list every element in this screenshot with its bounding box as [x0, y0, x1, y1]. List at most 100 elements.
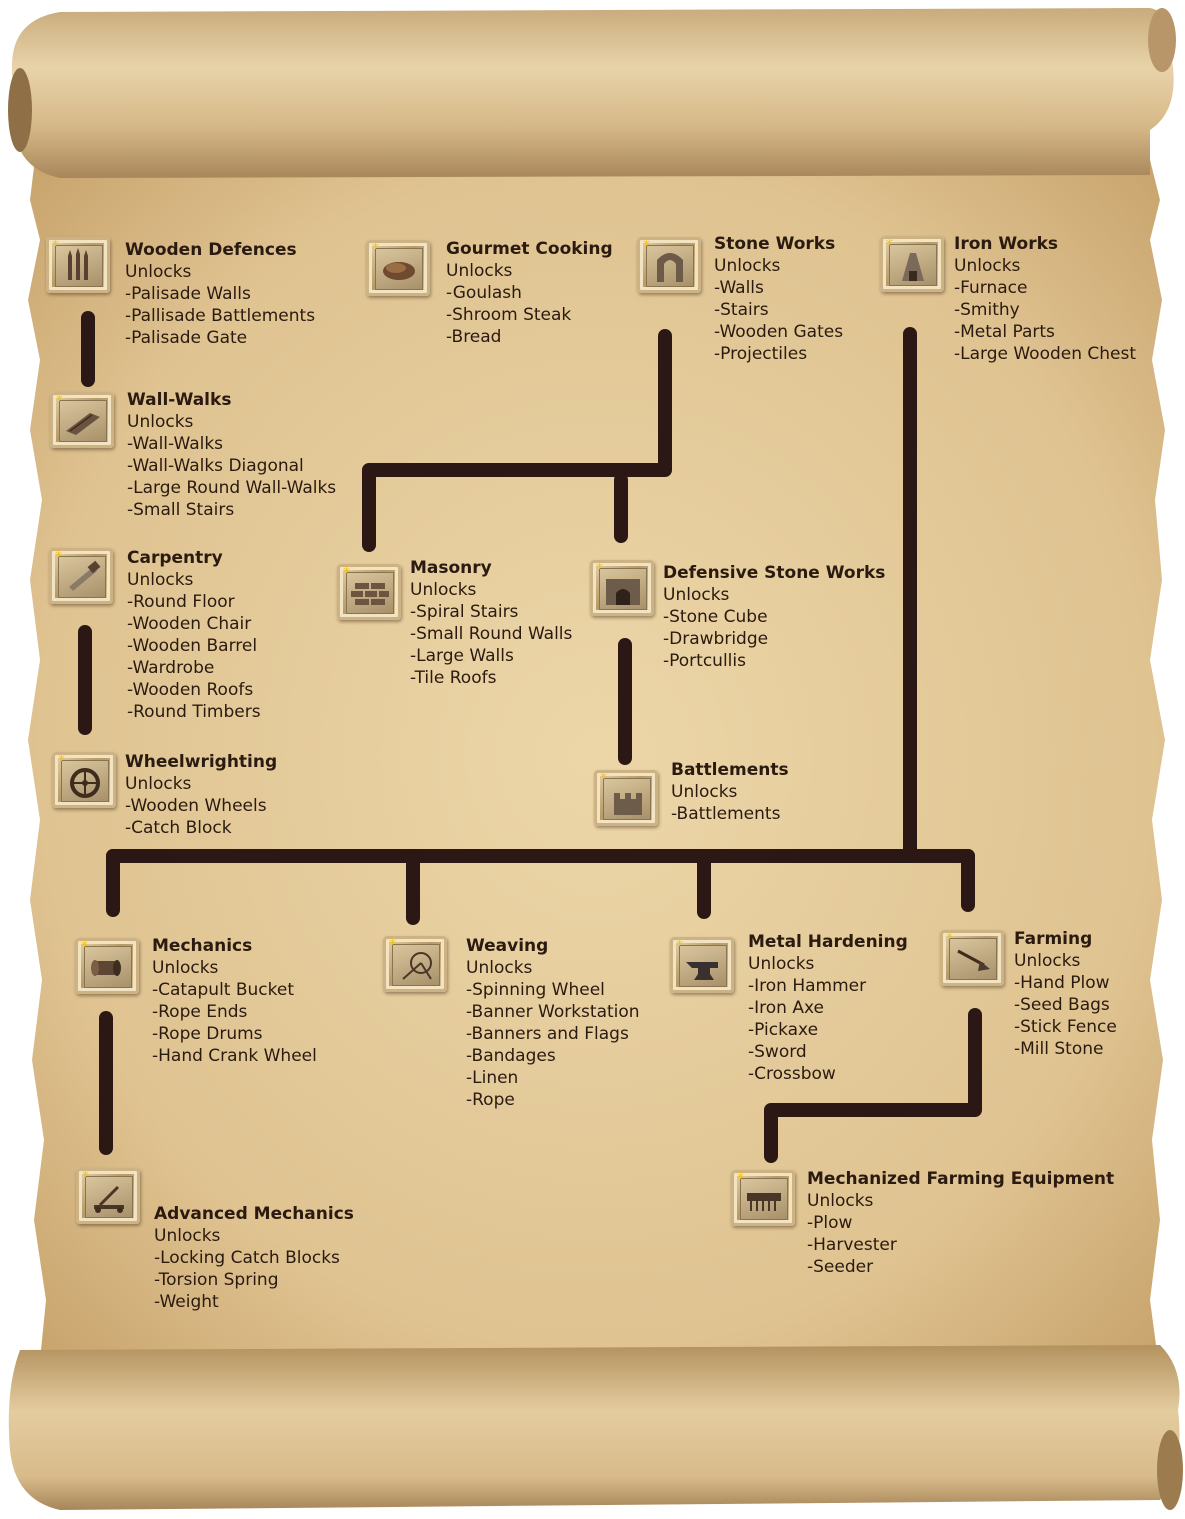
wooden-defences-icon-frame[interactable]: * — [46, 237, 110, 293]
bottom-roll-end-right — [1157, 1430, 1183, 1510]
mechanized-farming-equipment-icon-frame[interactable]: * — [731, 1170, 795, 1226]
unlock-item: -Battlements — [671, 804, 781, 824]
defensive-stone-works-title: Defensive Stone Works — [663, 563, 886, 583]
metal-hardening-icon-frame[interactable]: * — [670, 937, 734, 993]
unlock-item: -Bandages — [466, 1046, 556, 1066]
carpentry-icon-frame[interactable]: * — [49, 548, 113, 604]
iron-works-unlocks: Unlocks -Furnace -Smithy -Metal Parts -L… — [954, 255, 1136, 365]
unlocks-label: Unlocks — [127, 570, 194, 590]
unlock-item: -Pallisade Battlements — [125, 306, 316, 326]
unlock-item: -Smithy — [954, 300, 1020, 320]
carpentry-title: Carpentry — [127, 548, 223, 568]
stone-works-unlocks: Unlocks -Walls -Stairs -Wooden Gates -Pr… — [714, 255, 843, 365]
battlements-icon-frame[interactable]: * — [594, 770, 658, 826]
unlock-item: -Spiral Stairs — [410, 602, 519, 622]
unlock-item: -Wall-Walks — [127, 434, 224, 454]
unlock-item: -Wooden Gates — [714, 322, 844, 342]
parchment-sheet — [28, 150, 1165, 1360]
unlocks-label: Unlocks — [127, 412, 194, 432]
unlock-item: -Round Floor — [127, 592, 235, 612]
bottom-roll — [8, 1345, 1180, 1510]
gourmet-cooking-title: Gourmet Cooking — [446, 239, 613, 259]
stone-arch-icon — [657, 253, 683, 282]
mechanics-icon-frame[interactable]: * — [75, 938, 139, 994]
star-icon: * — [55, 549, 62, 565]
top-roll — [11, 8, 1174, 178]
unlock-item: -Drawbridge — [663, 629, 769, 649]
unlock-item: -Linen — [466, 1068, 519, 1088]
unlocks-label: Unlocks — [671, 782, 738, 802]
unlock-item: -Wooden Barrel — [127, 636, 258, 656]
advanced-mechanics-unlocks: Unlocks -Locking Catch Blocks -Torsion S… — [154, 1225, 340, 1313]
unlock-item: -Sword — [748, 1042, 807, 1062]
battlement-icon — [614, 793, 642, 815]
unlock-item: -Portcullis — [663, 651, 746, 671]
wheelwrighting-title: Wheelwrighting — [125, 752, 278, 772]
weaving-icon-frame[interactable]: * — [383, 936, 447, 992]
stone-gate-icon — [606, 579, 640, 605]
unlock-item: -Harvester — [807, 1235, 897, 1255]
unlocks-label: Unlocks — [154, 1226, 221, 1246]
unlock-item: -Banner Workstation — [466, 1002, 640, 1022]
farming-title: Farming — [1014, 929, 1093, 949]
unlock-item: -Furnace — [954, 278, 1028, 298]
star-icon: * — [600, 771, 607, 787]
wheelwrighting-unlocks: Unlocks -Wooden Wheels -Catch Block — [125, 773, 267, 839]
unlock-item: -Banners and Flags — [466, 1024, 629, 1044]
metal-hardening-title: Metal Hardening — [748, 932, 908, 952]
battlements-title: Battlements — [671, 760, 789, 780]
iron-works-icon-frame[interactable]: * — [880, 236, 944, 292]
unlocks-label: Unlocks — [466, 958, 533, 978]
unlock-item: -Hand Plow — [1014, 973, 1110, 993]
unlock-item: -Torsion Spring — [154, 1270, 279, 1290]
unlock-item: -Metal Parts — [954, 322, 1055, 342]
unlock-item: -Crossbow — [748, 1064, 836, 1084]
defensive-stone-works-unlocks: Unlocks -Stone Cube -Drawbridge -Portcul… — [663, 584, 768, 672]
unlock-item: -Small Stairs — [127, 500, 235, 520]
anvil-icon — [686, 962, 718, 980]
advanced-mechanics-icon-frame[interactable]: * — [76, 1168, 140, 1224]
unlock-item: -Rope — [466, 1090, 515, 1110]
unlock-item: -Stone Cube — [663, 607, 768, 627]
star-icon: * — [343, 565, 350, 581]
farming-icon-frame[interactable]: * — [940, 930, 1004, 986]
connector-stone-works-masonry — [362, 329, 672, 552]
star-icon: * — [737, 1171, 744, 1187]
unlocks-label: Unlocks — [1014, 951, 1081, 971]
weaving-unlocks: Unlocks -Spinning Wheel -Banner Workstat… — [466, 957, 640, 1111]
wall-walks-icon-frame[interactable]: * — [50, 392, 114, 448]
stone-works-icon-frame[interactable]: * — [637, 237, 701, 293]
top-roll-end-right — [1148, 8, 1176, 72]
rope-drum-icon — [91, 960, 121, 976]
masonry-icon-frame[interactable]: * — [337, 564, 401, 620]
wheelwrighting-icon-frame[interactable]: * — [52, 752, 116, 808]
star-icon: * — [886, 237, 893, 253]
unlocks-label: Unlocks — [125, 774, 192, 794]
unlock-item: -Catapult Bucket — [152, 980, 295, 1000]
advanced-mechanics-title: Advanced Mechanics — [154, 1204, 354, 1224]
unlock-item: -Large Walls — [410, 646, 514, 666]
unlock-item: -Wooden Roofs — [127, 680, 254, 700]
star-icon: * — [82, 1169, 89, 1185]
farming-unlocks: Unlocks -Hand Plow -Seed Bags -Stick Fen… — [1014, 950, 1117, 1060]
unlock-item: -Stick Fence — [1014, 1017, 1117, 1037]
wheel-icon — [70, 768, 100, 798]
connectors — [78, 311, 982, 1163]
unlocks-label: Unlocks — [714, 256, 781, 276]
spinning-wheel-icon — [402, 952, 432, 980]
carpentry-unlocks: Unlocks -Round Floor -Wooden Chair -Wood… — [127, 569, 261, 723]
star-icon: * — [56, 393, 63, 409]
defensive-stone-works-icon-frame[interactable]: * — [590, 560, 654, 616]
furnace-icon — [902, 253, 924, 281]
unlock-item: -Mill Stone — [1014, 1039, 1104, 1059]
unlock-item: -Palisade Walls — [125, 284, 251, 304]
unlock-item: -Projectiles — [714, 344, 808, 364]
unlock-item: -Weight — [154, 1292, 219, 1312]
gourmet-cooking-icon-frame[interactable]: * — [366, 240, 430, 296]
star-icon: * — [58, 753, 65, 769]
unlock-item: -Rope Drums — [152, 1024, 263, 1044]
unlock-item: -Small Round Walls — [410, 624, 573, 644]
gourmet-cooking-unlocks: Unlocks -Goulash -Shroom Steak -Bread — [446, 260, 571, 348]
unlocks-label: Unlocks — [446, 261, 513, 281]
unlock-item: -Wooden Chair — [127, 614, 252, 634]
